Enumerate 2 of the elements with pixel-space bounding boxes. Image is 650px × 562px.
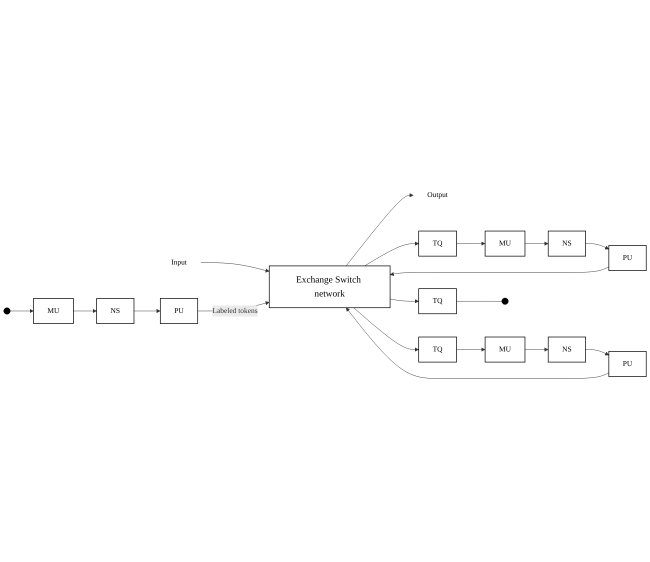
connector: [456, 301, 502, 302]
node-box: Exchange Switch network: [268, 266, 390, 309]
